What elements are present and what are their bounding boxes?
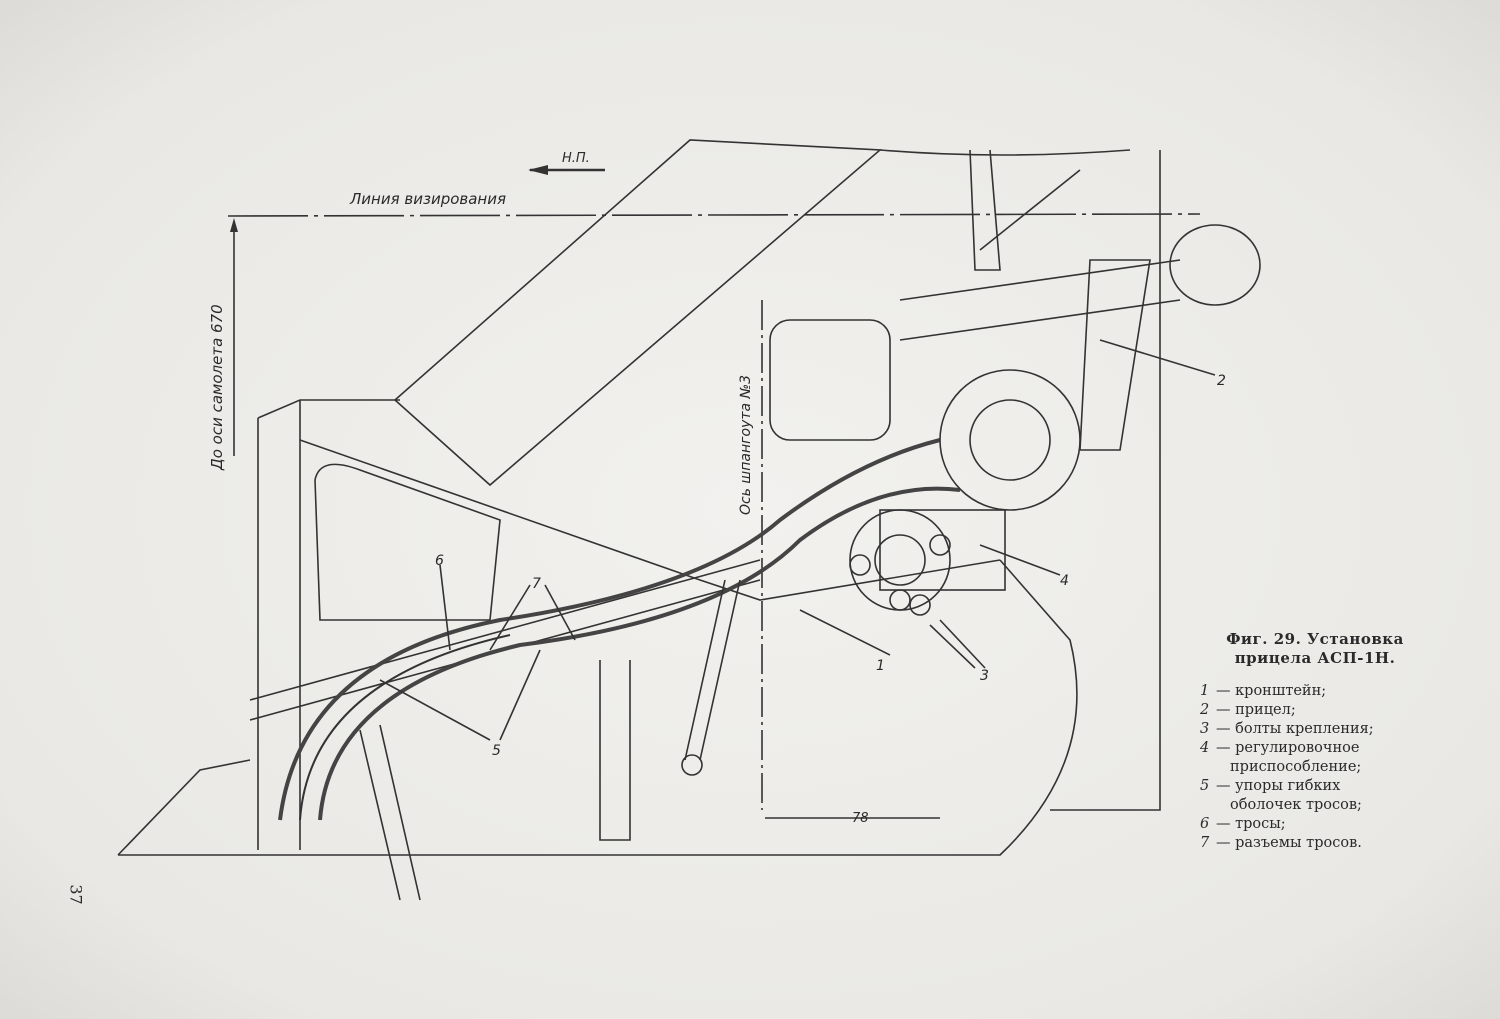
- callout-3: 3: [980, 668, 989, 684]
- frame-axis-label: Ось шпангоута №3: [738, 375, 754, 515]
- page-number: 37: [66, 884, 86, 905]
- legend-item: 7— разъемы тросов.: [1200, 835, 1362, 851]
- legend-item: 3— болты крепления;: [1200, 721, 1374, 737]
- caption-title: Фиг. 29. Установка прицела АСП-1Н.: [1226, 630, 1404, 667]
- callout-2: 2: [1217, 373, 1226, 389]
- legend-item-continuation: приспособление;: [1230, 759, 1362, 775]
- legend-item-continuation: оболочек тросов;: [1230, 797, 1362, 813]
- legend-item: 1— кронштейн;: [1200, 683, 1327, 699]
- sight-line-label: Линия визирования: [349, 190, 506, 208]
- callout-7: 7: [532, 576, 541, 592]
- axis-distance-label: До оси самолета 670: [208, 304, 226, 471]
- callout-6: 6: [435, 553, 444, 569]
- legend-item: 6— тросы;: [1200, 816, 1286, 832]
- figure-caption: Фиг. 29. Установка прицела АСП-1Н. 1— кр…: [1200, 630, 1430, 853]
- callout-1: 1: [876, 658, 885, 674]
- callout-5: 5: [492, 743, 501, 759]
- legend-item: 2— прицел;: [1200, 702, 1296, 718]
- direction-label: Н.П.: [562, 151, 590, 166]
- dimension-78: 78: [852, 811, 869, 826]
- legend-item: 4— регулировочное: [1200, 740, 1360, 756]
- sight-line: [227, 213, 1201, 217]
- callout-4: 4: [1060, 573, 1069, 589]
- legend-item: 5— упоры гибких: [1200, 778, 1341, 794]
